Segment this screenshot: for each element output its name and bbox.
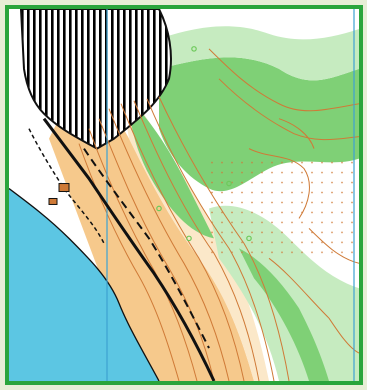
building — [58, 183, 70, 193]
out-of-bounds-area — [19, 9, 172, 150]
rough-dots — [209, 158, 359, 259]
orienteering-map-canvas — [9, 9, 359, 381]
forest-green-southeast — [239, 248, 329, 381]
map-viewport[interactable] — [9, 9, 359, 381]
forest-green-strip — [129, 98, 214, 239]
track-dashed — [83, 148, 210, 349]
forest-light-area — [159, 26, 359, 81]
forest-green-area — [159, 57, 359, 192]
knolls — [156, 46, 252, 242]
road — [42, 117, 216, 381]
open-land-slope — [49, 78, 254, 381]
lake — [9, 188, 159, 381]
lake-shore — [9, 187, 160, 381]
building — [48, 197, 58, 205]
